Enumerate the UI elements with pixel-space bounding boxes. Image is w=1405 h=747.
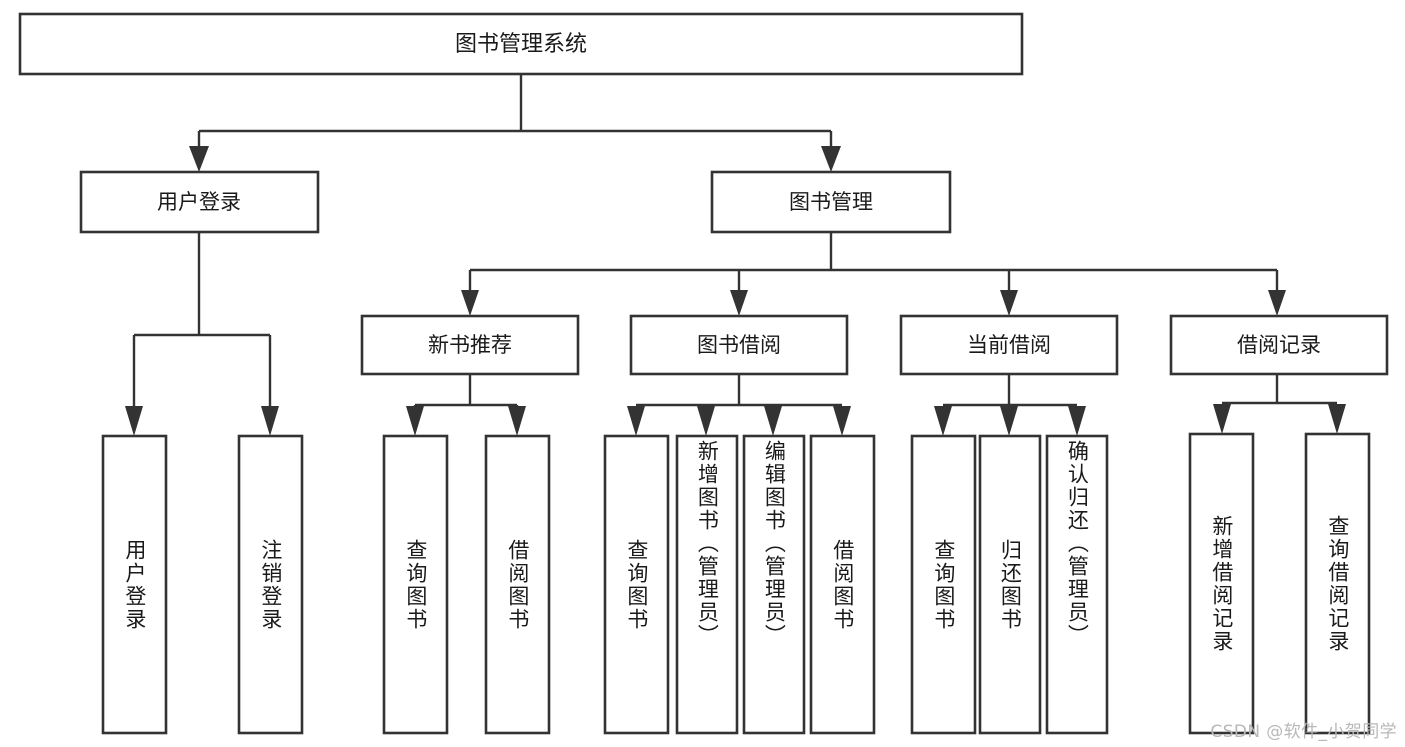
node-leaf-add-book[interactable] [675, 434, 739, 735]
node-leaf-confirm-return[interactable] [1045, 434, 1109, 735]
node-user-login[interactable] [79, 170, 320, 234]
node-book-manage-label: 图书管理 [789, 190, 873, 214]
arrowhead-leaf-edit-book [764, 406, 782, 436]
node-new-book-recommend[interactable] [360, 314, 580, 376]
arrowhead-leaf-borrow-book-1 [508, 406, 526, 436]
arrowhead-leaf-user-login [125, 406, 143, 436]
node-current-borrow-label: 当前借阅 [967, 333, 1051, 357]
connector-layer [125, 74, 1346, 436]
node-leaf-query-book-2[interactable] [603, 434, 670, 735]
node-root-label: 图书管理系统 [455, 32, 587, 57]
node-leaf-borrow-book-2[interactable] [809, 434, 876, 735]
node-book-manage[interactable] [710, 170, 952, 234]
arrowhead-new-book-recommend [461, 290, 479, 316]
node-new-book-recommend-label: 新书推荐 [428, 333, 512, 357]
node-root[interactable] [18, 12, 1024, 76]
node-layer: 图书管理系统 用户登录 图书管理 新书推荐 图书借阅 当前借阅 借阅记录 [18, 12, 1389, 735]
node-leaf-query-book-3[interactable] [910, 434, 977, 735]
arrowhead-leaf-user-logout [261, 406, 279, 436]
arrowhead-leaf-query-book-2 [627, 406, 645, 436]
arrowhead-leaf-add-record [1213, 404, 1231, 434]
arrowhead-book-manage [821, 146, 841, 172]
arrowhead-book-borrow [730, 290, 748, 316]
arrowhead-leaf-confirm-return [1068, 406, 1086, 436]
arrowhead-leaf-query-book-1 [406, 406, 424, 436]
node-leaf-borrow-book-1[interactable] [484, 434, 551, 735]
node-book-borrow[interactable] [629, 314, 849, 376]
node-borrow-record-label: 借阅记录 [1237, 333, 1321, 357]
arrowhead-leaf-query-book-3 [934, 406, 952, 436]
arrowhead-leaf-borrow-book-2 [833, 406, 851, 436]
node-leaf-user-login[interactable] [101, 434, 168, 735]
arrowhead-user-login [189, 146, 209, 172]
arrowhead-borrow-record [1268, 290, 1286, 316]
node-current-borrow[interactable] [899, 314, 1119, 376]
arrowhead-leaf-add-book [697, 406, 715, 436]
node-borrow-record[interactable] [1169, 314, 1389, 376]
node-leaf-edit-book[interactable] [742, 434, 806, 735]
node-leaf-add-record[interactable] [1188, 432, 1255, 735]
node-book-borrow-label: 图书借阅 [697, 333, 781, 357]
node-leaf-query-book-1[interactable] [382, 434, 449, 735]
arrowhead-current-borrow [1000, 290, 1018, 316]
csdn-watermark: CSDN @软件_小贺同学 [1210, 722, 1397, 742]
arrowhead-leaf-query-record [1328, 404, 1346, 434]
node-leaf-user-logout[interactable] [237, 434, 304, 735]
node-leaf-query-record[interactable] [1304, 432, 1371, 735]
node-leaf-return-book[interactable] [978, 434, 1042, 735]
node-user-login-label: 用户登录 [157, 190, 241, 214]
arrowhead-leaf-return-book [1000, 406, 1018, 436]
